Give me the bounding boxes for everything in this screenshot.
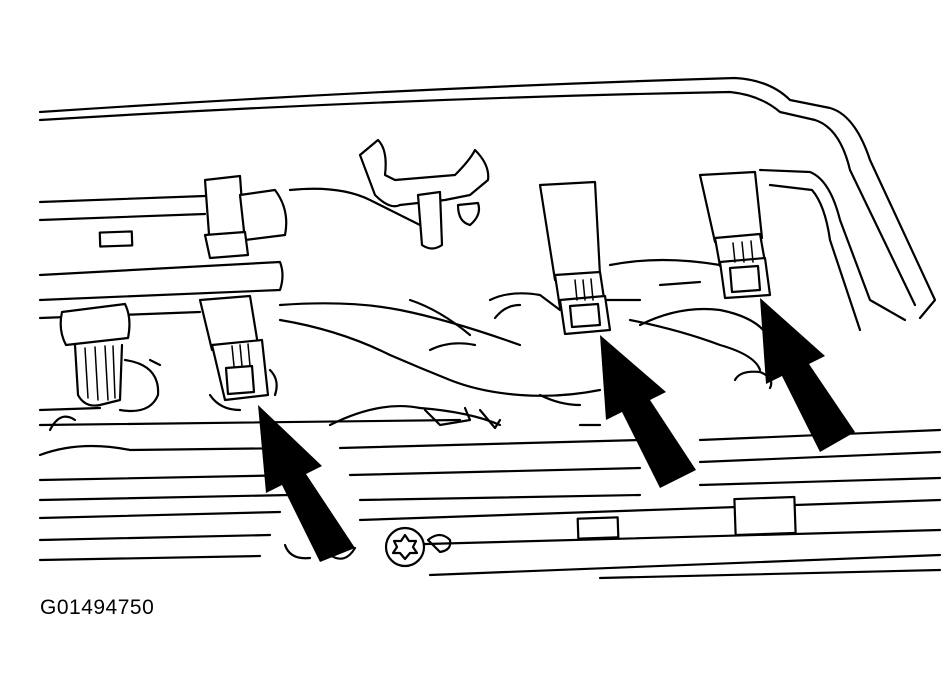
sensor-bracket	[358, 138, 490, 250]
engine-lower-details	[278, 187, 773, 397]
figure-code-label: G01494750	[40, 596, 155, 619]
fuel-injector-3	[698, 170, 772, 300]
arrow-injector-2	[600, 335, 696, 488]
arrow-injector-1	[258, 405, 355, 562]
fuel-injector-1	[198, 174, 288, 402]
engine-cover-outline	[38, 76, 937, 332]
callout-arrows	[258, 298, 855, 562]
torx-bolt	[384, 526, 452, 568]
fuel-injector-2	[538, 180, 612, 336]
wire-connector-left	[59, 302, 160, 413]
arrow-injector-3	[760, 298, 855, 452]
